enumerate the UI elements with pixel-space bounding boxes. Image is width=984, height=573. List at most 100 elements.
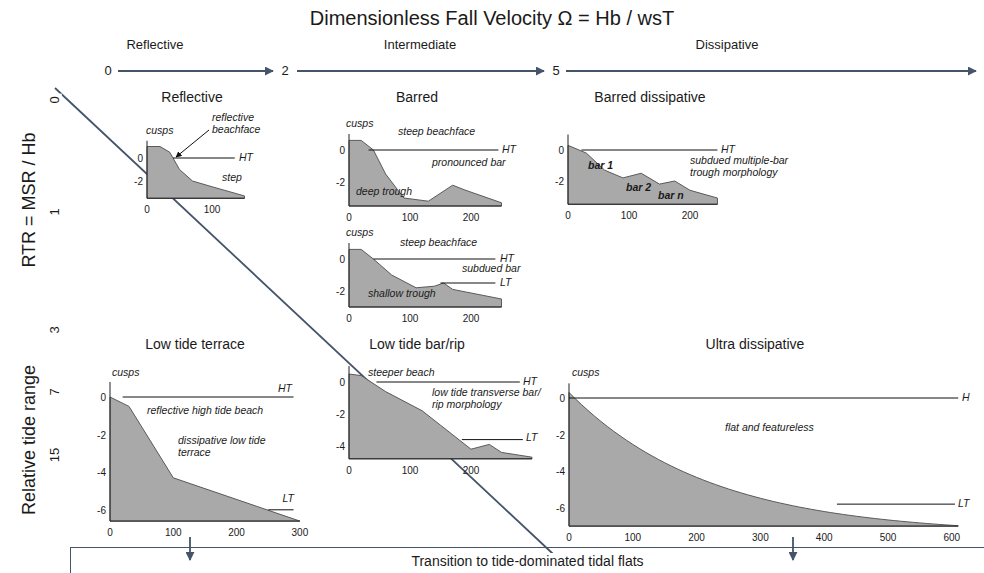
tick-label: 100 bbox=[165, 527, 182, 538]
tide-level-line bbox=[581, 150, 717, 151]
tick-label: 200 bbox=[682, 210, 699, 221]
tide-level-line bbox=[373, 259, 495, 260]
axis-arrow bbox=[566, 70, 976, 72]
tick-label: 200 bbox=[688, 532, 705, 543]
tick-label: 600 bbox=[943, 532, 960, 543]
transition-band: Transition to tide-dominated tidal flats bbox=[70, 547, 984, 573]
axis-number: 7 bbox=[48, 385, 62, 398]
axis-number: 3 bbox=[48, 323, 62, 336]
band-text: Transition to tide-dominated tidal flats bbox=[407, 553, 647, 569]
beach-profile-panel bbox=[110, 382, 300, 521]
tick-label: 200 bbox=[463, 464, 480, 475]
regime-heading: Dissipative bbox=[696, 38, 759, 52]
beach-profile bbox=[110, 397, 300, 521]
tick-label: 0 bbox=[137, 153, 143, 164]
tick-label: 0 bbox=[339, 145, 345, 156]
axis-arrow bbox=[118, 70, 273, 72]
axis-number: 5 bbox=[549, 64, 562, 78]
annotation: cusps bbox=[346, 118, 373, 130]
tick-label: 0 bbox=[144, 204, 150, 215]
tick-label: 0 bbox=[346, 313, 352, 324]
annotation: step bbox=[222, 172, 242, 184]
tick-label: 300 bbox=[752, 532, 769, 543]
annotation: reflective high tide beach bbox=[147, 405, 263, 417]
panel-title: Reflective bbox=[161, 90, 222, 105]
tick-label: -6 bbox=[97, 504, 106, 515]
tick-label: -4 bbox=[556, 466, 565, 477]
bar-label: bar 1 bbox=[588, 160, 613, 172]
axis-number: 0 bbox=[101, 64, 114, 78]
annotation: HT bbox=[278, 383, 292, 395]
annotation: reflective beachface bbox=[212, 112, 278, 135]
tick-label: 100 bbox=[402, 313, 419, 324]
tick-label: 100 bbox=[624, 532, 641, 543]
annotation: cusps bbox=[112, 367, 139, 379]
annotation: HT bbox=[502, 144, 516, 156]
tide-level-line bbox=[837, 504, 955, 505]
profile-axes bbox=[147, 141, 245, 199]
tick-label: -2 bbox=[336, 286, 345, 297]
profile-axes bbox=[349, 366, 532, 459]
annotation: pronounced bar bbox=[432, 157, 506, 169]
beach-profile bbox=[147, 147, 245, 199]
axis-title: RTR = MSR / Hb bbox=[20, 132, 40, 267]
panel-title: Ultra dissipative bbox=[706, 337, 805, 352]
panel-title: Barred dissipative bbox=[594, 90, 705, 105]
beach-profile bbox=[349, 249, 502, 307]
tick-label: 400 bbox=[816, 532, 833, 543]
beach-profile-panel bbox=[349, 366, 532, 459]
axis-number: 0 bbox=[48, 93, 62, 106]
tick-label: 0 bbox=[565, 210, 571, 221]
tick-label: 0 bbox=[339, 377, 345, 388]
beach-profile-panel bbox=[569, 383, 958, 526]
tick-label: -4 bbox=[336, 441, 345, 452]
annotation: LT bbox=[500, 277, 511, 289]
annotation: subdued multiple-bar trough morphology bbox=[690, 155, 802, 178]
tick-label: 100 bbox=[402, 464, 419, 475]
tick-label: 0 bbox=[559, 393, 565, 404]
annotation: cusps bbox=[346, 227, 373, 239]
annotation: H bbox=[962, 392, 970, 404]
tick-label: -2 bbox=[336, 177, 345, 188]
annotation: LT bbox=[283, 493, 294, 505]
annotation: steep beachface bbox=[400, 237, 477, 249]
tick-label: 200 bbox=[463, 212, 480, 223]
tick-label: 100 bbox=[204, 204, 221, 215]
annotation: steep beachface bbox=[398, 126, 475, 138]
regime-heading: Reflective bbox=[126, 38, 183, 52]
beach-profile-panel bbox=[147, 141, 245, 199]
tide-level-line bbox=[123, 397, 294, 398]
tide-level-line bbox=[462, 439, 523, 440]
axis-number: 1 bbox=[48, 205, 62, 218]
tide-level-line bbox=[441, 283, 496, 284]
beach-profile bbox=[569, 393, 958, 527]
profile-axes bbox=[569, 383, 958, 526]
annotation: cusps bbox=[572, 367, 599, 379]
tick-label: -2 bbox=[336, 409, 345, 420]
annotation: flat and featureless bbox=[725, 422, 814, 434]
tide-level-line bbox=[369, 150, 499, 151]
axis-arrow bbox=[297, 70, 544, 72]
regime-heading: Intermediate bbox=[384, 38, 456, 52]
transition-arrow bbox=[792, 537, 794, 560]
axis-number: 2 bbox=[278, 64, 291, 78]
tide-level-line bbox=[376, 382, 519, 383]
tick-label: 0 bbox=[107, 527, 113, 538]
tick-label: 300 bbox=[292, 527, 309, 538]
axis-number: 15 bbox=[48, 445, 62, 465]
profile-axes bbox=[110, 382, 300, 521]
annotation: dissipative low tide terrace bbox=[178, 435, 300, 458]
chart-title: Dimensionless Fall Velocity Ω = Hb / wsT bbox=[310, 7, 675, 29]
panel-title: Barred bbox=[396, 90, 438, 105]
transition-arrow bbox=[189, 537, 191, 560]
annotation: HT bbox=[523, 376, 537, 388]
tick-label: -2 bbox=[555, 176, 564, 187]
beach-profile bbox=[349, 140, 502, 206]
tick-label: 200 bbox=[228, 527, 245, 538]
tick-label: -4 bbox=[97, 467, 106, 478]
axis-title: Relative tide range bbox=[20, 365, 40, 515]
beach-profile-panel bbox=[349, 134, 502, 206]
annotation: LT bbox=[958, 498, 969, 510]
bar-label: bar n bbox=[658, 190, 684, 202]
